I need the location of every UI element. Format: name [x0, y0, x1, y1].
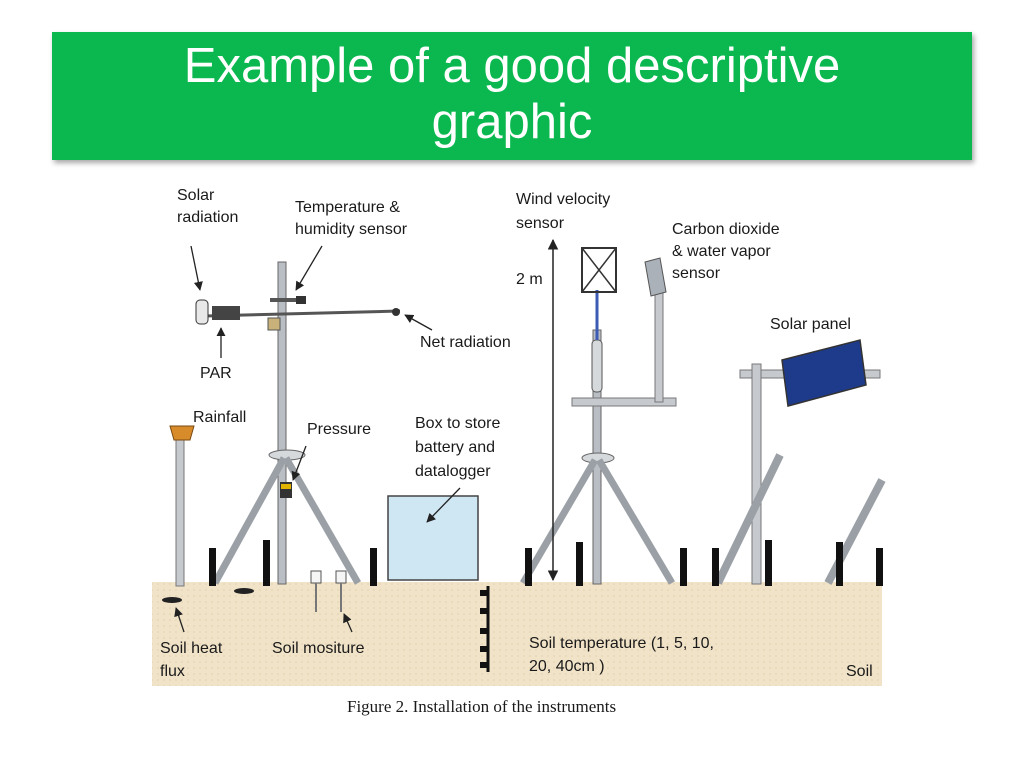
soil-heat-plate	[162, 597, 182, 603]
rain-gauge	[169, 425, 195, 587]
label-solar-radiation: radiation	[177, 209, 238, 226]
label-co2-sensor: Carbon dioxide	[672, 221, 780, 238]
soil-moisture-probes	[310, 570, 347, 612]
label-datalogger-box: Box to store	[415, 415, 500, 432]
label-soil-heat-flux: Soil heat	[160, 640, 223, 657]
label-temp-humidity: Temperature &	[295, 199, 400, 216]
label-solar-panel: Solar panel	[770, 316, 851, 333]
solar-panel	[781, 339, 867, 407]
label-soil-moisture: Soil mositure	[272, 640, 365, 657]
label-wind-velocity: sensor	[516, 215, 565, 232]
label-wind-velocity: Wind velocity	[516, 191, 610, 208]
solar-panel-frame	[714, 339, 886, 585]
label-height: 2 m	[516, 271, 543, 288]
label-temp-humidity: humidity sensor	[295, 221, 408, 238]
label-soil-heat-flux: flux	[160, 663, 185, 680]
label-rainfall: Rainfall	[193, 409, 246, 426]
fence-posts	[209, 540, 883, 586]
label-par: PAR	[200, 365, 232, 382]
slide-title: Example of a good descriptive graphic	[52, 38, 972, 150]
label-pressure: Pressure	[307, 421, 371, 438]
label-co2-sensor: sensor	[672, 265, 721, 282]
label-solar-radiation: Solar	[177, 187, 215, 204]
label-soil-temperature: Soil temperature (1, 5, 10,	[529, 635, 714, 652]
flux-tower	[519, 247, 677, 585]
title-bar: Example of a good descriptive graphic	[52, 32, 972, 160]
label-soil-temperature: 20, 40cm )	[529, 658, 605, 675]
callout-arrows	[174, 245, 461, 633]
label-soil: Soil	[846, 663, 873, 680]
figure-caption: Figure 2. Installation of the instrument…	[347, 697, 616, 716]
label-co2-sensor: & water vapor	[672, 243, 771, 260]
label-datalogger-box: battery and	[415, 439, 495, 456]
label-net-radiation: Net radiation	[420, 334, 511, 351]
soil-temp-probe	[480, 586, 490, 672]
soil-ground	[152, 582, 882, 686]
slide-title-line-2: graphic	[431, 95, 593, 149]
datalogger-box	[387, 495, 479, 581]
label-datalogger-box: datalogger	[415, 463, 491, 480]
soil-heat-plate	[234, 588, 254, 594]
slide-title-line-1: Example of a good descriptive	[183, 39, 841, 93]
